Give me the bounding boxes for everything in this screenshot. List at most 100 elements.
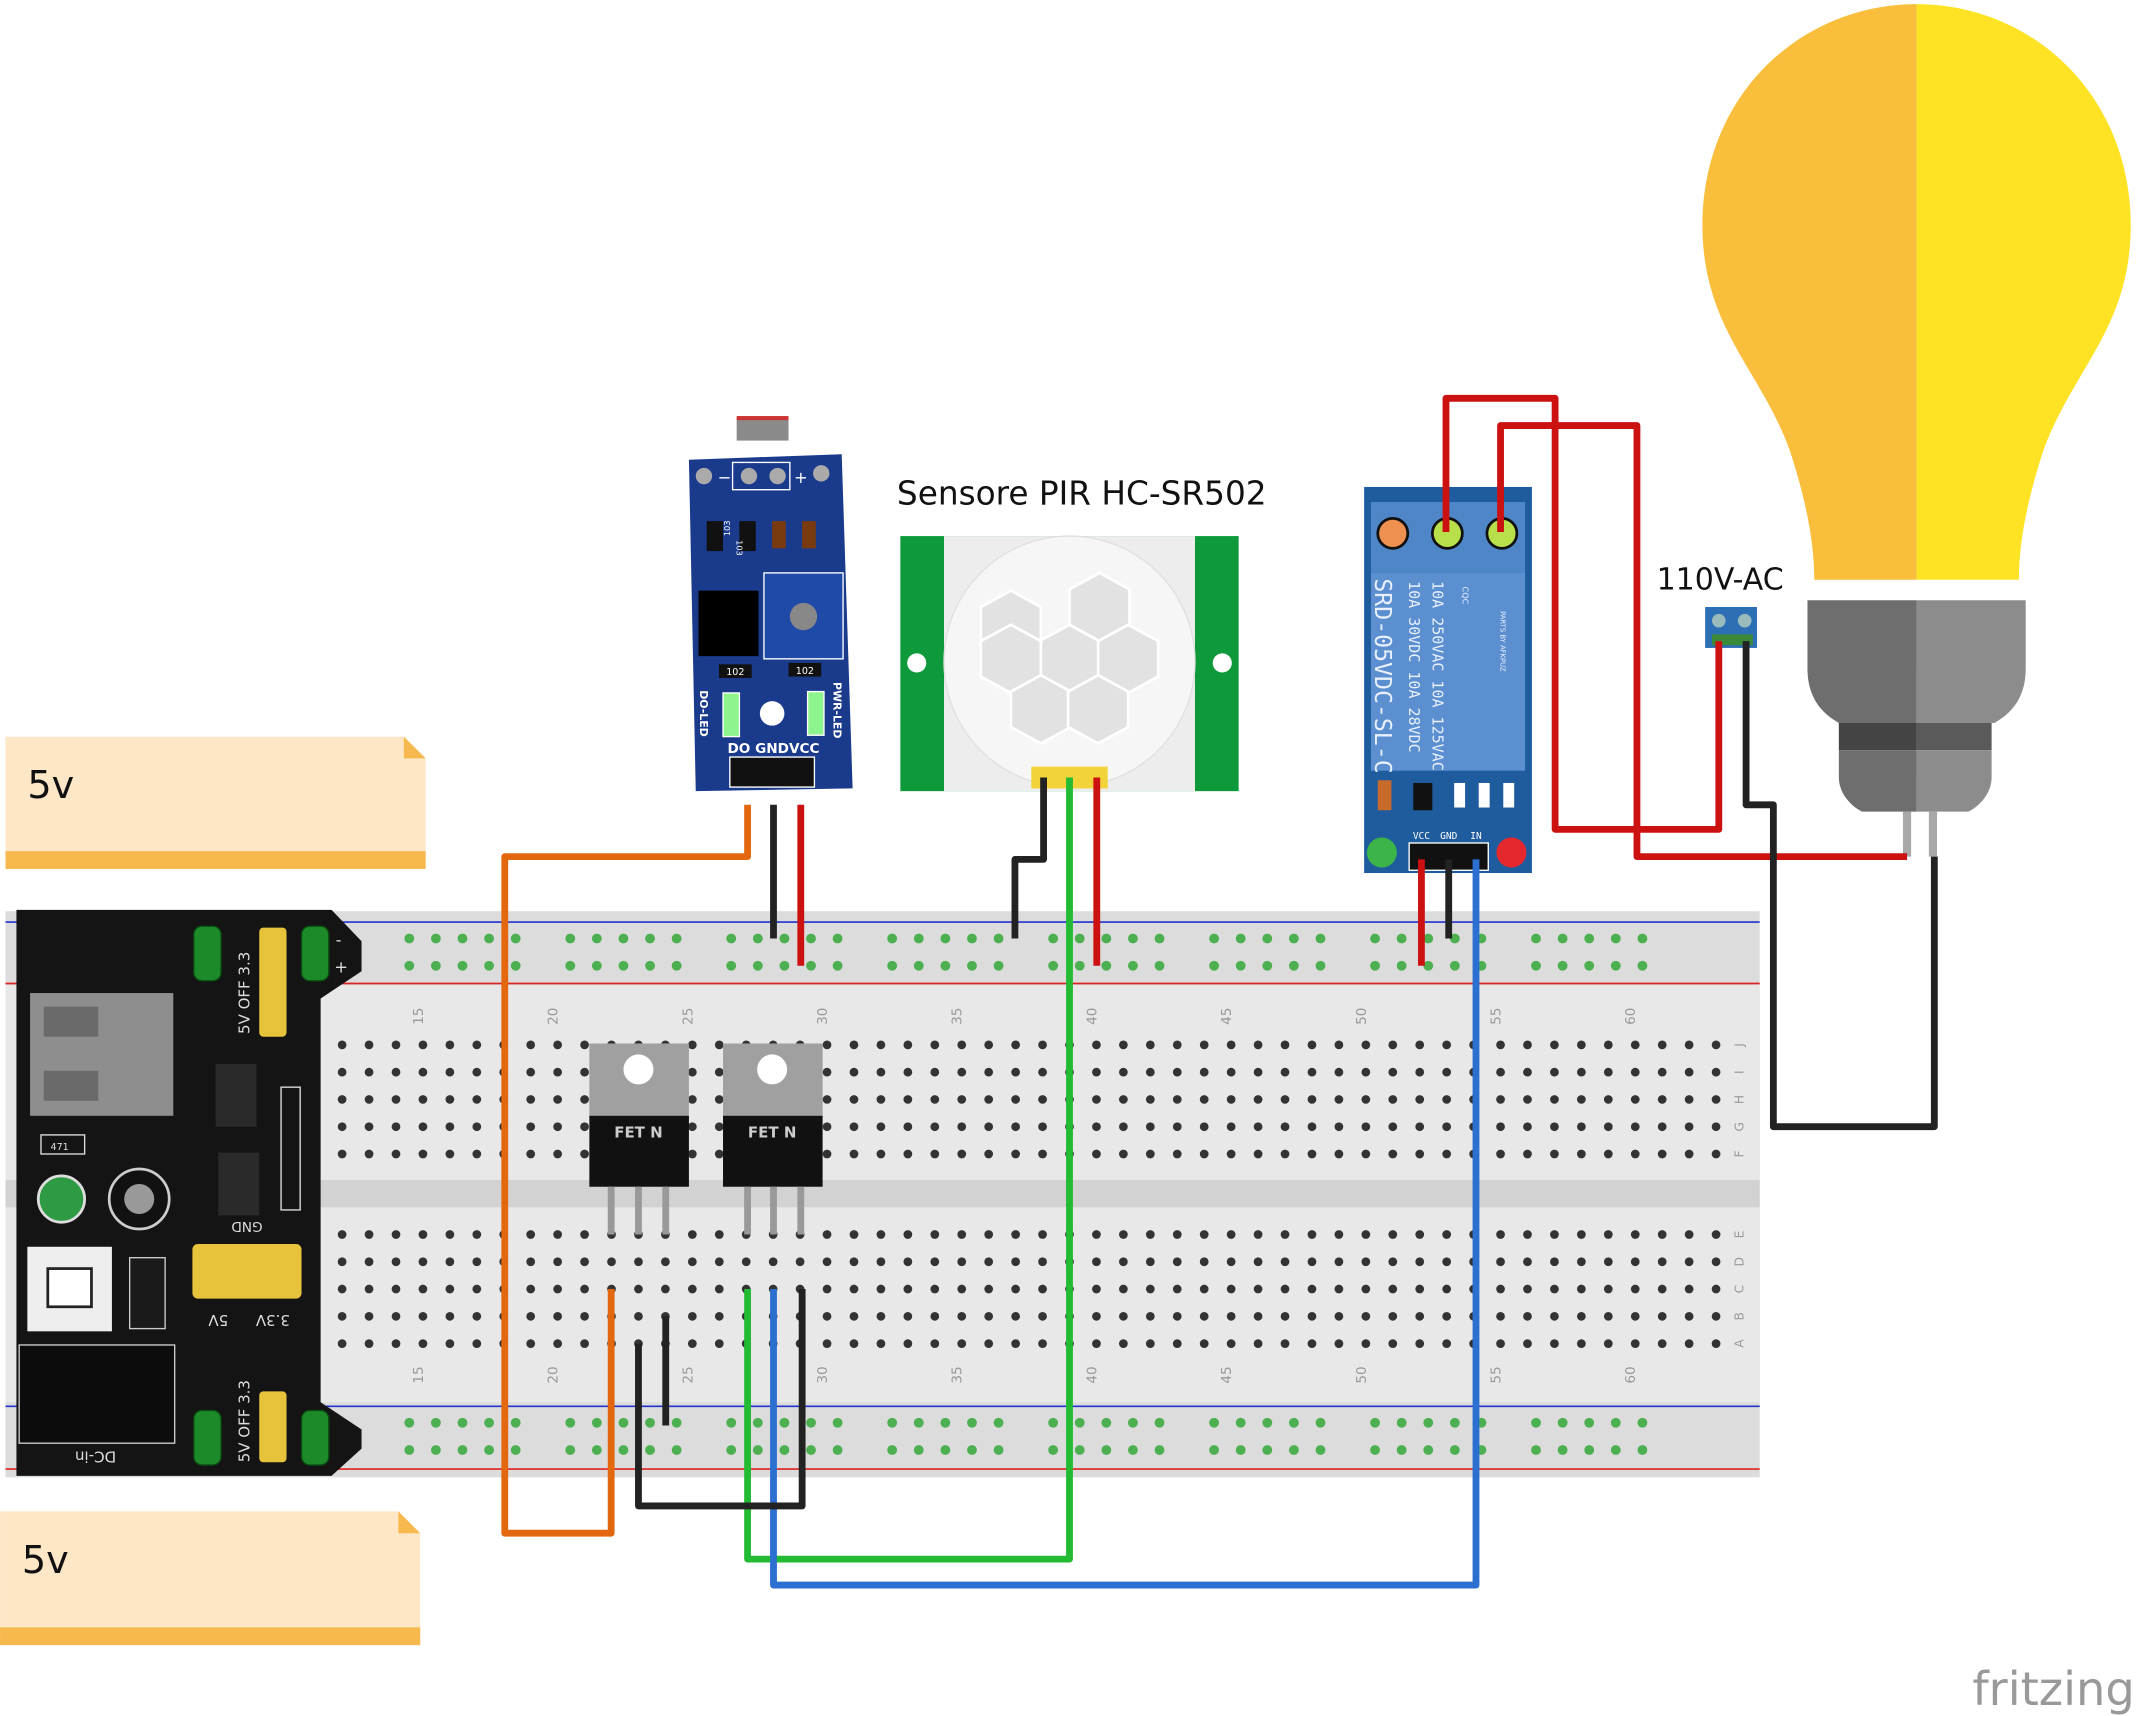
- breadboard-hole[interactable]: [1361, 1067, 1371, 1077]
- breadboard-hole[interactable]: [1550, 1067, 1559, 1077]
- rail-hole[interactable]: [940, 933, 951, 944]
- breadboard-hole[interactable]: [1496, 1230, 1505, 1239]
- dc-jack[interactable]: [18, 1344, 176, 1444]
- breadboard-hole[interactable]: [1496, 1067, 1505, 1077]
- breadboard-hole[interactable]: [1415, 1040, 1425, 1050]
- rail-hole[interactable]: [484, 1417, 494, 1428]
- breadboard-hole[interactable]: [1253, 1040, 1263, 1050]
- rail-hole[interactable]: [1637, 960, 1648, 971]
- breadboard-hole[interactable]: [741, 1257, 751, 1267]
- voltage-jumper-bottom[interactable]: [259, 1391, 287, 1463]
- rail-hole[interactable]: [565, 1417, 576, 1428]
- breadboard-hole[interactable]: [1523, 1067, 1532, 1077]
- mosfet-1[interactable]: FET N: [589, 1043, 689, 1235]
- breadboard-hole[interactable]: [984, 1284, 994, 1294]
- rail-hole[interactable]: [1101, 960, 1112, 971]
- breadboard-hole[interactable]: [337, 1040, 347, 1050]
- breadboard-hole[interactable]: [1011, 1149, 1020, 1159]
- breadboard-hole[interactable]: [661, 1257, 670, 1267]
- breadboard-hole[interactable]: [418, 1149, 428, 1159]
- breadboard-hole[interactable]: [903, 1230, 913, 1239]
- rail-hole[interactable]: [1101, 1445, 1112, 1455]
- breadboard-hole[interactable]: [687, 1095, 697, 1104]
- note-5v-bottom[interactable]: 5v: [0, 1511, 421, 1646]
- breadboard-hole[interactable]: [1145, 1230, 1155, 1239]
- breadboard-hole[interactable]: [1280, 1339, 1290, 1348]
- rail-hole[interactable]: [967, 933, 977, 944]
- rail-hole[interactable]: [752, 933, 763, 944]
- rail-hole[interactable]: [887, 960, 898, 971]
- rail-hole[interactable]: [806, 1417, 816, 1428]
- breadboard-hole[interactable]: [1038, 1095, 1047, 1104]
- breadboard-hole[interactable]: [1334, 1122, 1344, 1132]
- rail-hole[interactable]: [1610, 933, 1621, 944]
- breadboard-hole[interactable]: [1603, 1230, 1613, 1239]
- breadboard-hole[interactable]: [984, 1067, 994, 1077]
- breadboard-hole[interactable]: [1577, 1230, 1586, 1239]
- breadboard-hole[interactable]: [1253, 1122, 1263, 1132]
- breadboard-hole[interactable]: [1253, 1284, 1263, 1294]
- rail-hole[interactable]: [618, 933, 629, 944]
- breadboard-hole[interactable]: [1226, 1149, 1236, 1159]
- breadboard-hole[interactable]: [1011, 1257, 1020, 1267]
- breadboard-hole[interactable]: [1415, 1311, 1425, 1321]
- breadboard-hole[interactable]: [1280, 1040, 1290, 1050]
- breadboard-hole[interactable]: [1603, 1284, 1613, 1294]
- breadboard-hole[interactable]: [849, 1040, 859, 1050]
- pir-sensor[interactable]: [900, 535, 1239, 792]
- breadboard-hole[interactable]: [1011, 1095, 1020, 1104]
- breadboard-hole[interactable]: [1577, 1257, 1586, 1267]
- breadboard-hole[interactable]: [1038, 1339, 1047, 1348]
- breadboard-hole[interactable]: [1361, 1122, 1371, 1132]
- breadboard-hole[interactable]: [903, 1095, 913, 1104]
- breadboard-hole[interactable]: [714, 1311, 724, 1321]
- breadboard-hole[interactable]: [1226, 1067, 1236, 1077]
- breadboard-hole[interactable]: [364, 1257, 374, 1267]
- breadboard-hole[interactable]: [1361, 1230, 1371, 1239]
- breadboard-hole[interactable]: [1388, 1339, 1398, 1348]
- rail-hole[interactable]: [913, 960, 924, 971]
- rail-hole[interactable]: [1610, 960, 1621, 971]
- rail-hole[interactable]: [1315, 933, 1326, 944]
- breadboard-hole[interactable]: [1577, 1095, 1586, 1104]
- breadboard-hole[interactable]: [1226, 1284, 1236, 1294]
- breadboard-hole[interactable]: [1388, 1040, 1398, 1050]
- breadboard-hole[interactable]: [1442, 1257, 1452, 1267]
- breadboard-hole[interactable]: [580, 1067, 589, 1077]
- breadboard-hole[interactable]: [553, 1095, 562, 1104]
- rail-hole[interactable]: [1531, 1445, 1541, 1455]
- breadboard-hole[interactable]: [1388, 1149, 1398, 1159]
- breadboard-hole[interactable]: [1711, 1040, 1721, 1050]
- breadboard-hole[interactable]: [1307, 1040, 1317, 1050]
- rail-hole[interactable]: [671, 1417, 682, 1428]
- breadboard-hole[interactable]: [1657, 1122, 1667, 1132]
- breadboard-hole[interactable]: [1307, 1095, 1317, 1104]
- breadboard-hole[interactable]: [849, 1284, 859, 1294]
- breadboard-hole[interactable]: [634, 1311, 643, 1321]
- breadboard-hole[interactable]: [849, 1230, 859, 1239]
- breadboard-hole[interactable]: [418, 1257, 428, 1267]
- rail-hole[interactable]: [645, 1417, 655, 1428]
- breadboard-hole[interactable]: [418, 1284, 428, 1294]
- breadboard-hole[interactable]: [903, 1257, 913, 1267]
- rail-hole[interactable]: [404, 933, 415, 944]
- breadboard-hole[interactable]: [1361, 1149, 1371, 1159]
- rail-hole[interactable]: [430, 933, 441, 944]
- rail-hole[interactable]: [1315, 960, 1326, 971]
- breadboard-hole[interactable]: [1226, 1311, 1236, 1321]
- breadboard-hole[interactable]: [472, 1257, 482, 1267]
- breadboard-hole[interactable]: [822, 1284, 832, 1294]
- breadboard-hole[interactable]: [472, 1339, 482, 1348]
- rail-hole[interactable]: [591, 1445, 602, 1455]
- breadboard-hole[interactable]: [1523, 1339, 1532, 1348]
- rail-hole[interactable]: [565, 960, 576, 971]
- breadboard-hole[interactable]: [1415, 1122, 1425, 1132]
- breadboard-hole[interactable]: [903, 1311, 913, 1321]
- breadboard-hole[interactable]: [876, 1040, 886, 1050]
- breadboard-hole[interactable]: [337, 1122, 347, 1132]
- breadboard-hole[interactable]: [1011, 1122, 1020, 1132]
- breadboard-hole[interactable]: [930, 1067, 940, 1077]
- breadboard-hole[interactable]: [1119, 1311, 1128, 1321]
- breadboard-hole[interactable]: [1388, 1284, 1398, 1294]
- breadboard-hole[interactable]: [1684, 1230, 1694, 1239]
